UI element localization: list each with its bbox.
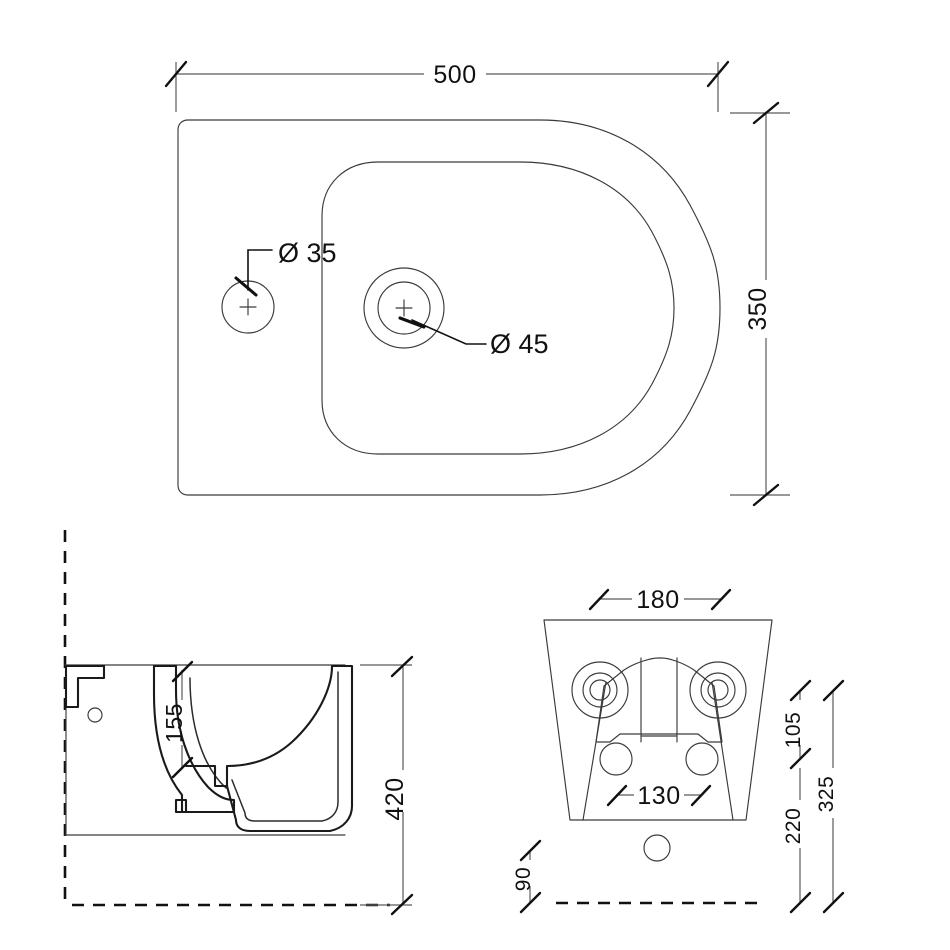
plan-dim-500-label: 500 xyxy=(433,61,476,89)
front-dim-325: 325 xyxy=(815,679,845,914)
front-dim-220-label: 220 xyxy=(782,808,805,845)
front-dim-90: 90 xyxy=(512,839,542,914)
plan-dim-500: 500 xyxy=(164,60,730,112)
side-front-skirt xyxy=(225,664,354,833)
front-dim-325-label: 325 xyxy=(815,776,838,813)
side-view: 155 420 xyxy=(63,530,414,916)
front-inner-right-taper xyxy=(711,681,734,821)
side-construction-box xyxy=(64,664,346,836)
front-dim-105-label: 105 xyxy=(782,712,805,749)
side-bowl-interior xyxy=(184,664,334,788)
side-dim-155: 155 xyxy=(161,660,194,779)
side-skirt-inner-line xyxy=(231,671,339,822)
front-view: 180 130 105 220 xyxy=(512,586,845,914)
plan-dim-350-label: 350 xyxy=(744,287,772,330)
front-dim-130: 130 xyxy=(606,782,712,810)
front-inner-left-taper xyxy=(582,681,607,821)
front-dim-180-label: 180 xyxy=(636,586,679,614)
side-fixing-hole xyxy=(87,707,103,723)
front-right-lower-hole xyxy=(685,742,719,776)
side-body-outline xyxy=(152,664,236,814)
side-wall-bracket xyxy=(64,664,106,709)
side-bowl-inner-wall xyxy=(189,677,227,789)
plan-outer-outline xyxy=(177,119,721,496)
front-dim-220: 220 xyxy=(782,768,812,914)
front-dim-105: 105 xyxy=(782,679,812,770)
diameter-45-leader xyxy=(398,316,487,345)
side-dim-420: 420 xyxy=(360,655,414,916)
plan-view: Ø 35 Ø 45 500 xyxy=(164,60,790,507)
front-central-boss xyxy=(595,657,723,743)
front-waste-outlet xyxy=(643,834,671,862)
side-dim-420-label: 420 xyxy=(381,777,409,820)
front-dim-180: 180 xyxy=(588,586,732,614)
diameter-35-leader xyxy=(234,249,273,297)
front-dim-90-label: 90 xyxy=(512,867,535,891)
side-bowl-step xyxy=(174,798,188,814)
plan-inner-rim xyxy=(321,161,675,455)
front-body-outline xyxy=(543,619,773,821)
plan-dim-350: 350 xyxy=(730,101,790,507)
diameter-35-label: Ø 35 xyxy=(278,238,337,268)
diameter-45-label: Ø 45 xyxy=(490,329,549,359)
side-dim-155-label: 155 xyxy=(161,703,187,743)
front-left-lower-hole xyxy=(599,742,633,776)
front-dim-130-label: 130 xyxy=(637,782,680,810)
front-right-fixing-boss xyxy=(689,661,747,719)
plan-large-tap-hole xyxy=(363,267,445,349)
front-left-fixing-boss xyxy=(571,661,629,719)
front-center-channel xyxy=(640,657,678,743)
